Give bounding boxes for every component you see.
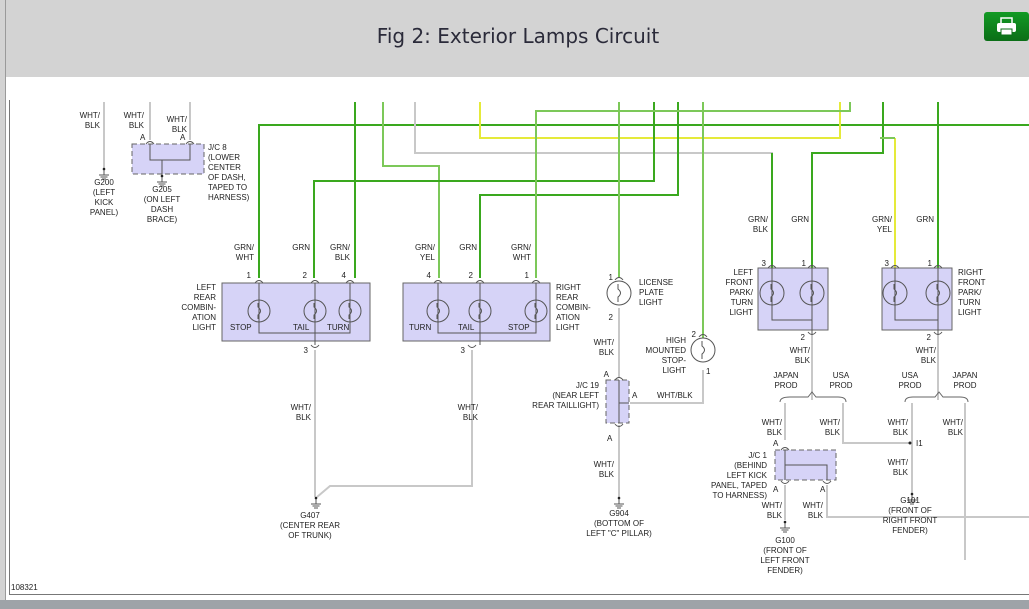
printer-icon xyxy=(997,17,1016,36)
diagram-area xyxy=(5,77,1029,600)
header-bar: Fig 2: Exterior Lamps Circuit xyxy=(5,0,1029,77)
page-title: Fig 2: Exterior Lamps Circuit xyxy=(376,24,660,48)
figure-id: 108321 xyxy=(11,583,38,592)
print-button[interactable] xyxy=(984,12,1029,41)
footer-bar xyxy=(0,600,1029,609)
diagram-frame xyxy=(9,100,1029,595)
